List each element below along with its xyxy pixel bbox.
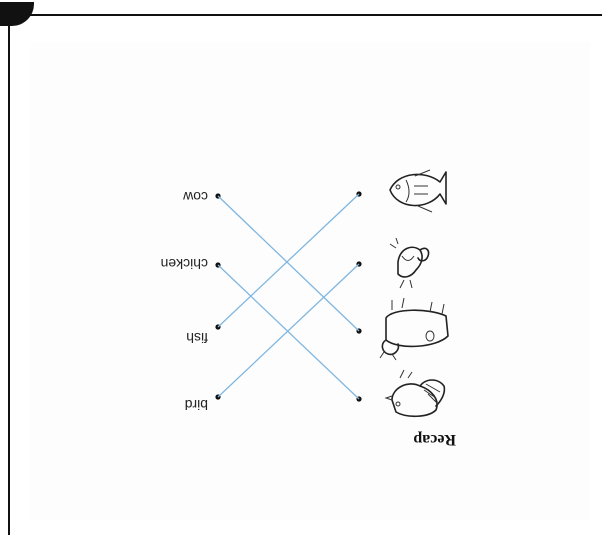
word-fish: fish [186,330,208,346]
word-chicken: chicken [161,256,208,272]
worksheet-title: Recap [413,431,456,448]
chicken-picture [389,237,430,289]
worksheet-area [30,42,590,520]
fish-picture [389,169,447,213]
match-line-bird [217,263,360,398]
bird-picture [384,369,446,418]
word-bird: bird [185,397,208,413]
match-line-fish [217,193,360,328]
match-line-cow [217,195,360,332]
match-line-chicken [217,264,360,400]
word-cow: cow [182,189,208,205]
cow-picture [379,297,449,361]
